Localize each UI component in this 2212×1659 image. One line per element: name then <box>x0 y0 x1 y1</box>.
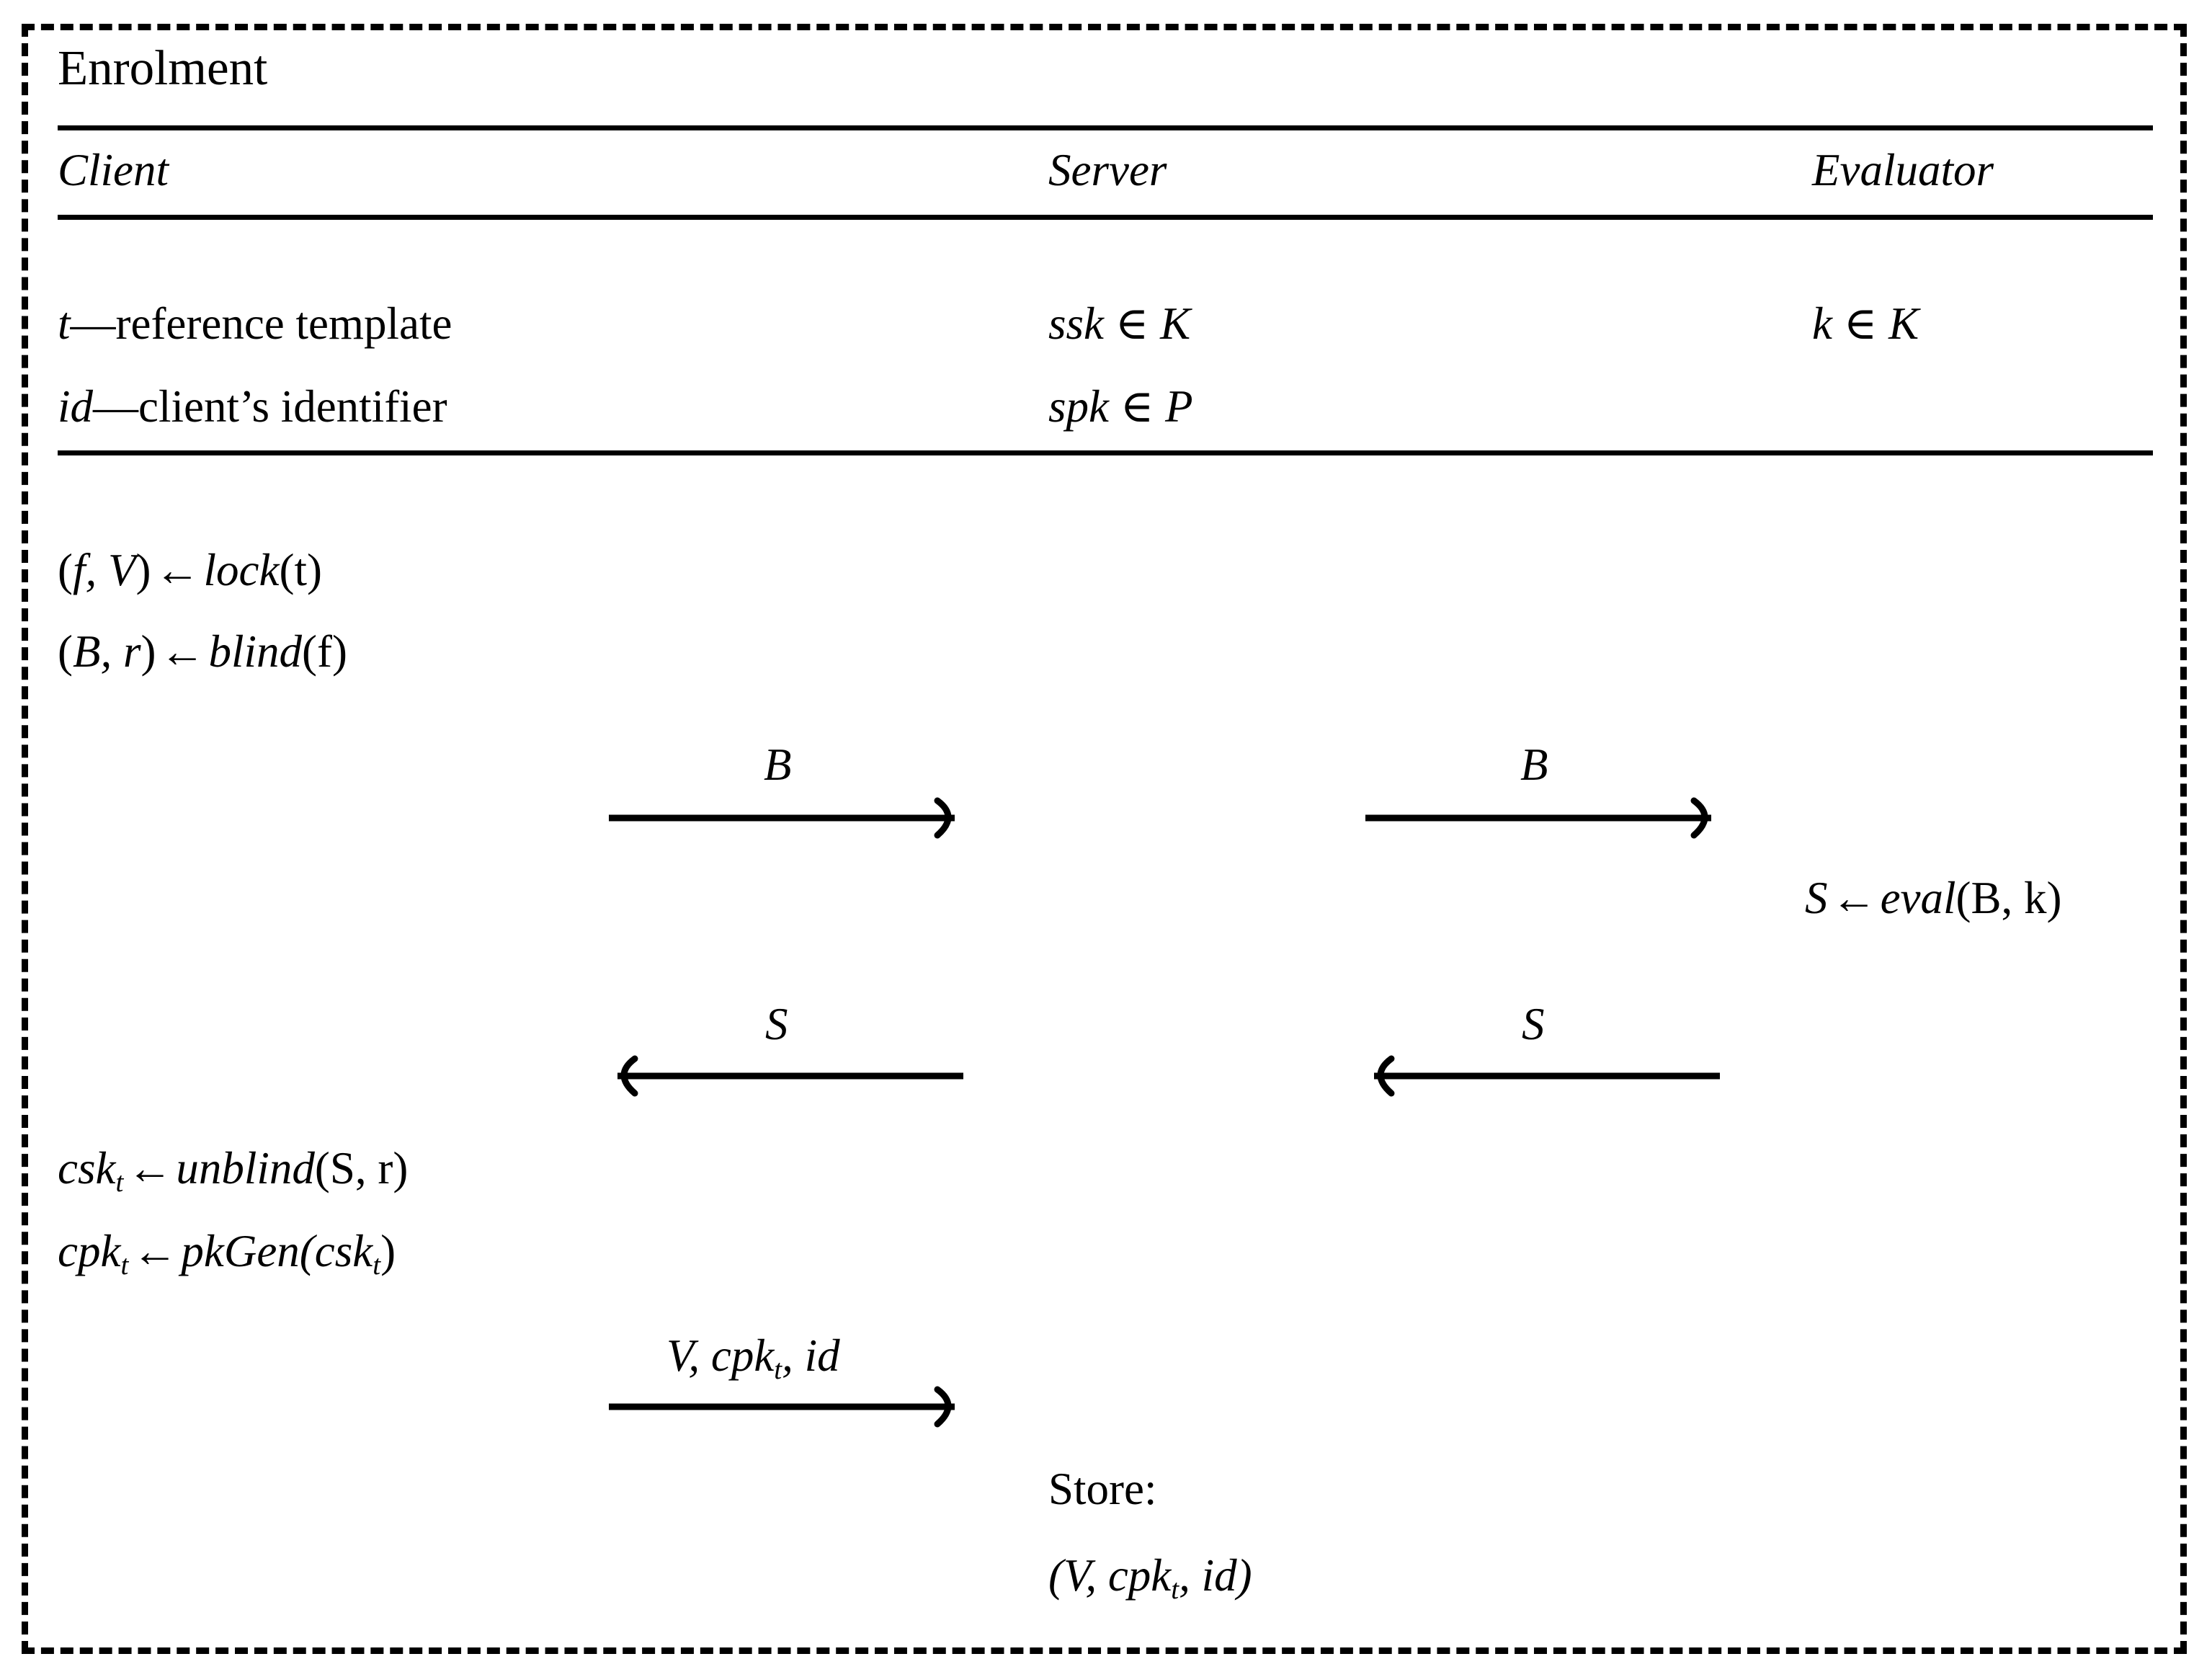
step-client-pkgen-fn: pkGen <box>181 1226 300 1276</box>
client-param-template: t—reference template <box>58 301 452 347</box>
step-client-blind-paren-close: ) <box>141 626 156 677</box>
message-arrow-b-client-server <box>609 796 963 840</box>
client-param-template-dash: — <box>70 298 116 349</box>
step-client-pkgen-args-close: ) <box>380 1226 396 1276</box>
server-param-spk-lhs: spk <box>1048 381 1109 432</box>
message-arrow-s-server-client <box>609 1054 963 1098</box>
step-client-blind-lhs: B, r <box>72 626 141 677</box>
column-header-client: Client <box>58 145 169 195</box>
rule-under-column-headers <box>58 215 2153 220</box>
client-param-identifier-dash: — <box>93 381 139 432</box>
column-header-evaluator: Evaluator <box>1812 145 1994 195</box>
step-client-pkgen-args-open: (csk <box>299 1226 373 1276</box>
server-store-value-sub: t <box>1171 1573 1179 1605</box>
step-client-pkgen-lhs-sub: t <box>120 1249 129 1281</box>
step-client-unblind-lhs-sub: t <box>115 1166 124 1198</box>
step-client-pkgen: cpkt←pkGen(cskt) <box>58 1226 396 1279</box>
server-param-spk-rel: ∈ <box>1120 381 1154 432</box>
step-client-lock-lhs: f, V <box>72 545 136 595</box>
message-arrow-b-server-evaluator <box>1365 796 1720 840</box>
client-param-template-var: t <box>58 298 71 349</box>
step-evaluator-eval-fn: eval <box>1880 873 1956 923</box>
step-evaluator-eval: S←eval(B, k) <box>1805 876 2061 921</box>
server-store-value-close: , id) <box>1179 1550 1252 1601</box>
step-client-lock-paren-close: ) <box>135 545 151 595</box>
server-param-spk: spk ∈ P <box>1048 384 1193 430</box>
message-label-s-server-client: S <box>765 999 788 1049</box>
message-arrow-s-evaluator-server <box>1365 1054 1720 1098</box>
server-store-value-open: (V, cpk <box>1048 1550 1172 1601</box>
message-label-b-client-server: B <box>764 739 792 790</box>
client-param-identifier-var: id <box>58 381 94 432</box>
message-label-v-cpk-id-open: V, cpk <box>666 1330 775 1381</box>
server-store-heading: Store: <box>1048 1464 1157 1514</box>
left-arrow-icon: ← <box>127 1143 173 1193</box>
step-client-lock: (f, V)←lock(t) <box>58 548 322 593</box>
left-arrow-icon: ← <box>1831 873 1877 923</box>
server-param-ssk-lhs: ssk <box>1048 298 1104 349</box>
rule-under-title <box>58 125 2153 130</box>
step-client-blind-paren-open: ( <box>58 626 73 677</box>
left-arrow-icon: ← <box>132 1226 178 1276</box>
server-store-value: (V, cpkt, id) <box>1048 1550 1252 1604</box>
step-client-blind-args: (f) <box>302 626 347 677</box>
step-client-lock-args: (t) <box>279 545 322 595</box>
step-client-blind: (B, r)←blind(f) <box>58 629 347 675</box>
client-param-identifier: id—client’s identifier <box>58 384 447 430</box>
message-label-v-cpk-id: V, cpkt, id <box>666 1330 840 1384</box>
step-client-unblind-lhs: csk <box>58 1143 116 1193</box>
evaluator-param-k: k ∈ K <box>1812 301 1919 347</box>
message-label-v-cpk-id-close: , id <box>782 1330 840 1381</box>
server-param-ssk: ssk ∈ K <box>1048 301 1190 347</box>
step-client-blind-fn: blind <box>208 626 303 677</box>
figure-dashed-border <box>22 24 2187 1654</box>
page-title: Enrolment <box>58 40 268 95</box>
client-param-template-desc: reference template <box>115 298 452 349</box>
step-evaluator-eval-lhs: S <box>1805 873 1828 923</box>
step-client-pkgen-args-sub: t <box>373 1249 381 1281</box>
step-client-unblind: cskt←unblind(S, r) <box>58 1143 409 1196</box>
step-evaluator-eval-args: (B, k) <box>1955 873 2062 923</box>
step-client-lock-paren-open: ( <box>58 545 73 595</box>
column-header-server: Server <box>1048 145 1167 195</box>
server-param-spk-rhs: P <box>1165 381 1193 432</box>
message-label-b-server-evaluator: B <box>1520 739 1548 790</box>
message-label-s-evaluator-server: S <box>1522 999 1545 1049</box>
message-arrow-v-cpk-id <box>609 1385 963 1428</box>
step-client-unblind-args: (S, r) <box>314 1143 409 1193</box>
rule-under-parameters <box>58 450 2153 455</box>
client-param-identifier-desc: client’s identifier <box>138 381 447 432</box>
server-param-ssk-rel: ∈ <box>1115 298 1149 349</box>
evaluator-param-k-rel: ∈ <box>1843 298 1878 349</box>
left-arrow-icon: ← <box>154 545 200 595</box>
evaluator-param-k-lhs: k <box>1812 298 1832 349</box>
message-label-v-cpk-id-sub: t <box>774 1353 782 1385</box>
step-client-lock-fn: lock <box>203 545 280 595</box>
step-client-unblind-fn: unblind <box>176 1143 315 1193</box>
server-param-ssk-rhs: K <box>1160 298 1191 349</box>
left-arrow-icon: ← <box>159 626 205 677</box>
evaluator-param-k-rhs: K <box>1888 298 1919 349</box>
step-client-pkgen-lhs: cpk <box>58 1226 121 1276</box>
